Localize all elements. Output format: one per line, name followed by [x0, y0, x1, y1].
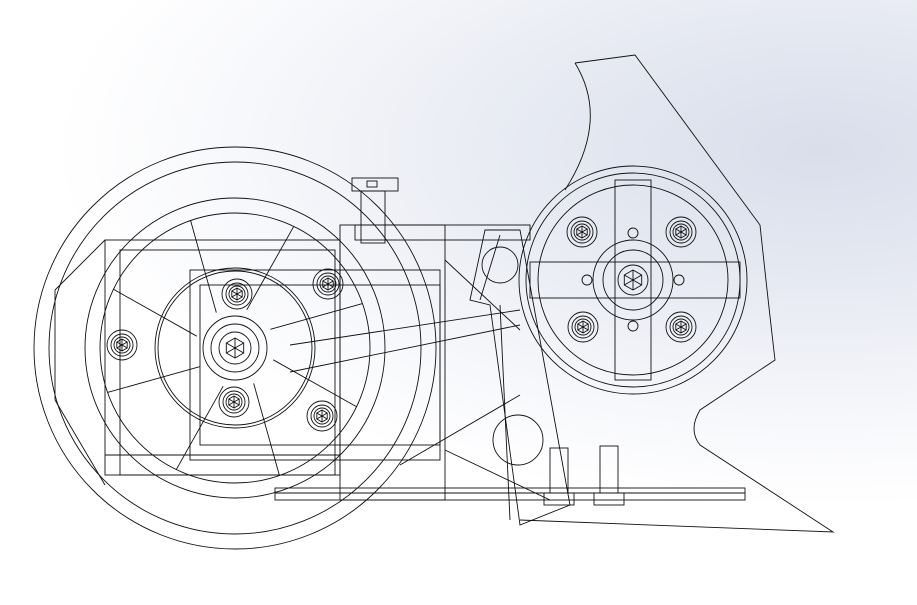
- right-bolt-bottom-left-head: [571, 315, 595, 339]
- right-bolt-top-right-washer: [665, 216, 697, 248]
- right-bolt-bottom-left-socket: [574, 318, 592, 336]
- right-hub-hole: [627, 320, 639, 332]
- left-bolt-bottom-right-hex-socket-edge: [316, 412, 328, 420]
- left-hub-bearing: [210, 323, 260, 373]
- base-plate: [274, 487, 746, 501]
- left-wheel-spoke: [107, 366, 200, 393]
- right-bolt-top-left-washer: [566, 216, 598, 248]
- side-plate: [339, 224, 446, 501]
- cam-guard-outline: [519, 54, 835, 533]
- right-wheel-cross-bar-h: [529, 261, 741, 299]
- left-wheel-spoke: [272, 359, 357, 408]
- left-bolt-top-head: [225, 282, 249, 306]
- right-hub-bore: [617, 264, 649, 296]
- right-bolt-top-left-hex-socket-edge: [576, 228, 588, 236]
- right-wheel-cross-bar-v: [614, 179, 652, 381]
- left-bolt-left-socket: [113, 336, 131, 354]
- right-hub-nut-edge: [624, 274, 642, 286]
- right-wheel-outer: [518, 165, 748, 395]
- right-hub-hole: [673, 274, 685, 286]
- bottom-screw-right-shaft: [599, 445, 619, 494]
- bottom-screw-left-shaft: [549, 447, 569, 494]
- right-bolt-bottom-right-head: [669, 315, 693, 339]
- left-bolt-top-socket: [228, 285, 246, 303]
- left-bolt-top-right-socket: [319, 275, 337, 293]
- left-wheel-spoke: [190, 220, 217, 313]
- right-hub-hole: [627, 227, 639, 239]
- arm-link: [289, 309, 521, 466]
- strut-pivot-top: [481, 246, 519, 284]
- top-screw-head: [351, 177, 399, 192]
- right-bolt-bottom-right-hex-socket-edge: [675, 323, 687, 331]
- right-wheel-inner: [537, 184, 729, 376]
- left-wheel-spoke: [246, 226, 295, 311]
- left-wheel-hub-gear-root: [157, 270, 313, 426]
- left-wheel-hub-gear: [154, 267, 316, 429]
- left-wheel-rim-inner: [99, 212, 371, 484]
- left-bolt-top-right-hex-socket-edge: [322, 280, 334, 288]
- right-bolt-bottom-left-hex-socket-edge: [577, 323, 589, 331]
- top-screw-socket: [366, 180, 378, 188]
- gearbox-housing: [189, 269, 441, 461]
- right-bolt-bottom-right-socket: [672, 318, 690, 336]
- right-bolt-bottom-right-washer: [665, 311, 697, 343]
- right-hub-bearing: [602, 249, 664, 311]
- left-bolt-left-washer: [106, 329, 138, 361]
- left-wheel-rim-outer: [84, 197, 386, 499]
- vertical-strut-edge: [479, 234, 511, 521]
- left-bolt-top-washer: [221, 278, 253, 310]
- left-hub-bore: [218, 331, 252, 365]
- right-hub-hole: [581, 274, 593, 286]
- left-bolt-bottom-head: [222, 390, 246, 414]
- left-wheel-spoke: [113, 288, 198, 337]
- left-wheel-spoke: [270, 303, 363, 330]
- right-bolt-top-right-head: [669, 220, 693, 244]
- left-bolt-bottom-right-head: [310, 404, 334, 428]
- left-bolt-bottom-socket: [225, 393, 243, 411]
- gearbox-inner: [199, 284, 441, 446]
- right-bolt-bottom-left-washer: [567, 311, 599, 343]
- bottom-screw-left-head: [543, 492, 575, 506]
- right-bolt-top-right-hex-socket-edge: [675, 228, 687, 236]
- right-bolt-top-left-socket: [573, 223, 591, 241]
- right-hub-outer: [592, 239, 674, 321]
- diagonal-brace: [444, 259, 551, 501]
- left-frame-outline: [54, 239, 106, 486]
- left-wheel-tire-outer: [33, 146, 437, 550]
- bottom-screw-right-head: [593, 492, 625, 506]
- left-bolt-bottom-hex-socket-edge: [228, 398, 240, 406]
- right-bolt-top-right-socket: [672, 223, 690, 241]
- strut-pivot-bottom: [492, 414, 544, 466]
- left-bolt-left-head: [110, 333, 134, 357]
- left-wheel-spoke: [253, 383, 280, 476]
- left-bolt-left-hex-socket-edge: [116, 341, 128, 349]
- left-bolt-bottom-washer: [218, 386, 250, 418]
- left-hub-outer: [202, 315, 268, 381]
- top-screw-shaft: [360, 190, 386, 244]
- left-bolt-bottom-right-socket: [313, 407, 331, 425]
- left-bolt-top-hex-socket-edge: [231, 290, 243, 298]
- left-hub-nut-edge: [226, 342, 244, 354]
- left-bolt-bottom-right-washer: [306, 400, 338, 432]
- top-rail: [354, 224, 531, 241]
- left-bolt-top-right-washer: [312, 268, 344, 300]
- left-bolt-top-right-head: [316, 272, 340, 296]
- left-wheel-tire-inner: [48, 161, 422, 535]
- right-bolt-top-left-head: [570, 220, 594, 244]
